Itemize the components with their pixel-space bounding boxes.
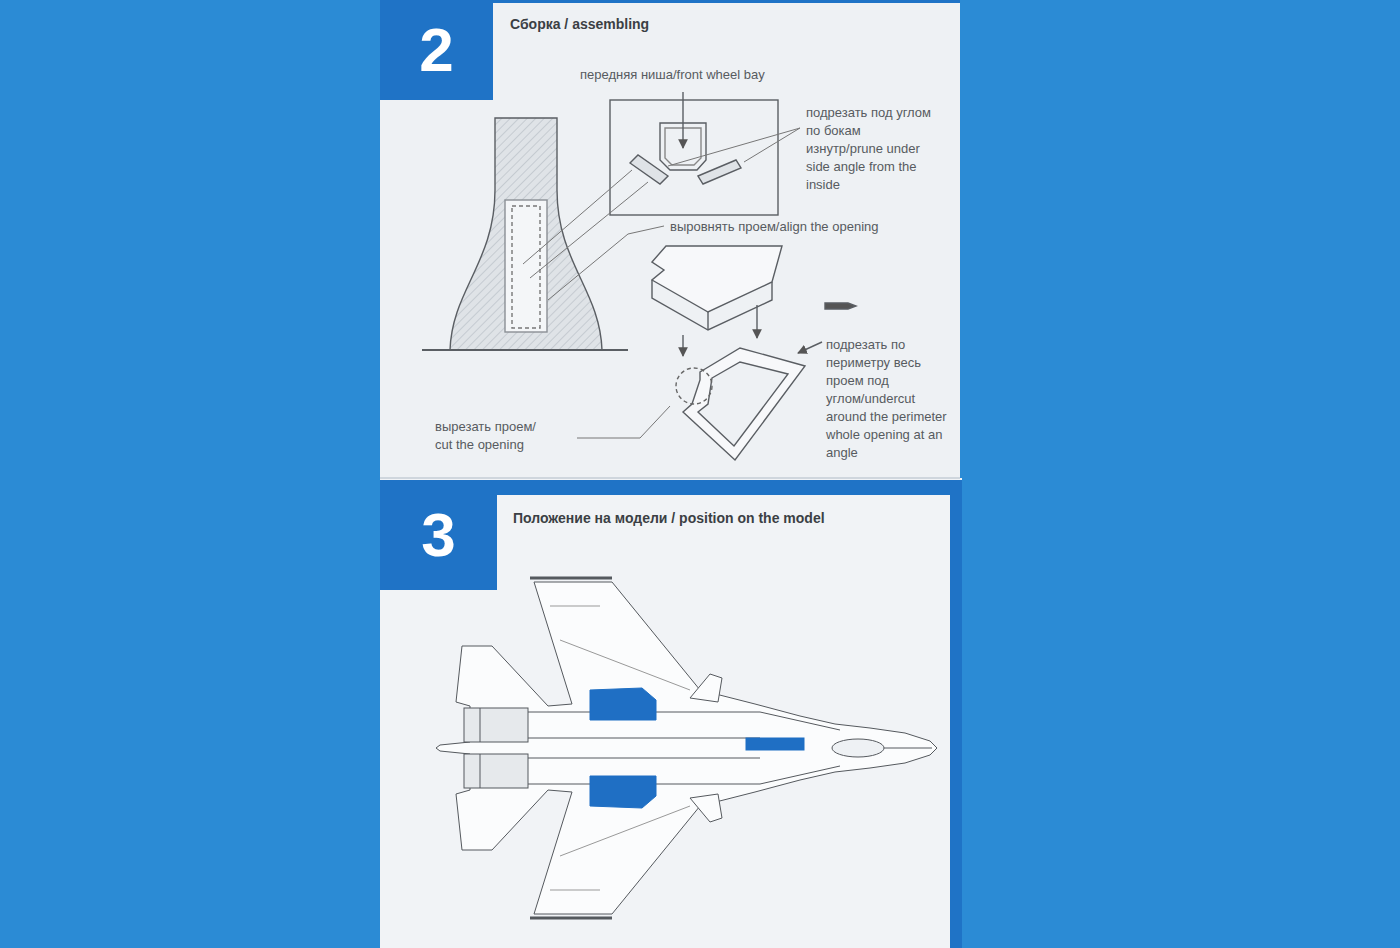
- arrow: [682, 92, 683, 148]
- opening-frame: [683, 348, 805, 460]
- main-wheel-bay: [590, 688, 656, 720]
- leader-line: [668, 128, 800, 166]
- callout-text: подрезать под углом по бокам изнутр/prun…: [806, 104, 938, 194]
- callout-text: вырезать проем/ cut the opening: [435, 418, 547, 454]
- panel-line: [760, 766, 840, 784]
- wingtip-rail: [530, 577, 612, 580]
- insert-thickness: [652, 280, 772, 330]
- step-heading: Положение на модели / position on the mo…: [513, 510, 825, 527]
- nozzle-ring: [480, 754, 481, 788]
- step-number-box: 3: [380, 480, 497, 590]
- step-number: 3: [421, 504, 455, 566]
- leader-line: [744, 128, 800, 162]
- side-part: [630, 155, 668, 184]
- knife-symbol: [825, 303, 856, 309]
- opening-inner: [698, 362, 788, 446]
- front-wheel-bay: [746, 738, 804, 750]
- panel-line: [528, 758, 760, 759]
- side-part: [698, 160, 741, 184]
- nozzle: [464, 708, 528, 742]
- fuselage-panel: [610, 100, 778, 215]
- panel-line: [528, 738, 760, 739]
- leader-line: [548, 226, 664, 300]
- gear-bay-part: [450, 118, 602, 350]
- sheet-bottom: [380, 478, 962, 948]
- panel-line: [760, 712, 840, 730]
- leader-line: [523, 170, 632, 264]
- nozzle: [464, 754, 528, 788]
- panel-line: [560, 640, 690, 690]
- step-heading: Сборка / assembling: [510, 16, 649, 33]
- fold-line: [380, 477, 960, 479]
- canard: [690, 674, 722, 702]
- nozzle-ring: [480, 708, 481, 742]
- callout-text: выровнять проем/align the opening: [670, 218, 920, 236]
- arrow: [682, 335, 683, 356]
- wingtip-rail: [530, 917, 612, 920]
- canard: [690, 794, 722, 822]
- leader-line: [530, 182, 648, 278]
- panel-line: [550, 606, 600, 607]
- leader-line: [577, 406, 670, 438]
- aircraft-outline: [436, 582, 937, 914]
- insert-edge: [707, 312, 708, 330]
- arrow: [798, 342, 822, 353]
- base-line: [422, 349, 628, 351]
- canopy: [832, 739, 884, 757]
- step-number-box: 2: [380, 0, 493, 100]
- dashed-outline: [512, 206, 540, 328]
- main-wheel-bay: [590, 776, 656, 808]
- side-band: [950, 490, 962, 948]
- step-number: 2: [419, 19, 453, 81]
- sheet-top: [380, 0, 960, 478]
- dashed-circle: [676, 368, 712, 404]
- top-band: [493, 0, 960, 3]
- panel-line: [560, 806, 690, 856]
- callout-text: подрезать по периметру весь проем под уг…: [826, 336, 958, 462]
- bay-opening: [505, 200, 547, 332]
- step-panel: 3 Положение на модели / position on the m…: [380, 480, 962, 948]
- insert-part: [652, 246, 782, 312]
- panel-line: [550, 890, 600, 891]
- panel-line: [884, 748, 932, 749]
- arrow: [756, 305, 757, 338]
- callout-text: передняя ниша/front wheel bay: [580, 66, 810, 84]
